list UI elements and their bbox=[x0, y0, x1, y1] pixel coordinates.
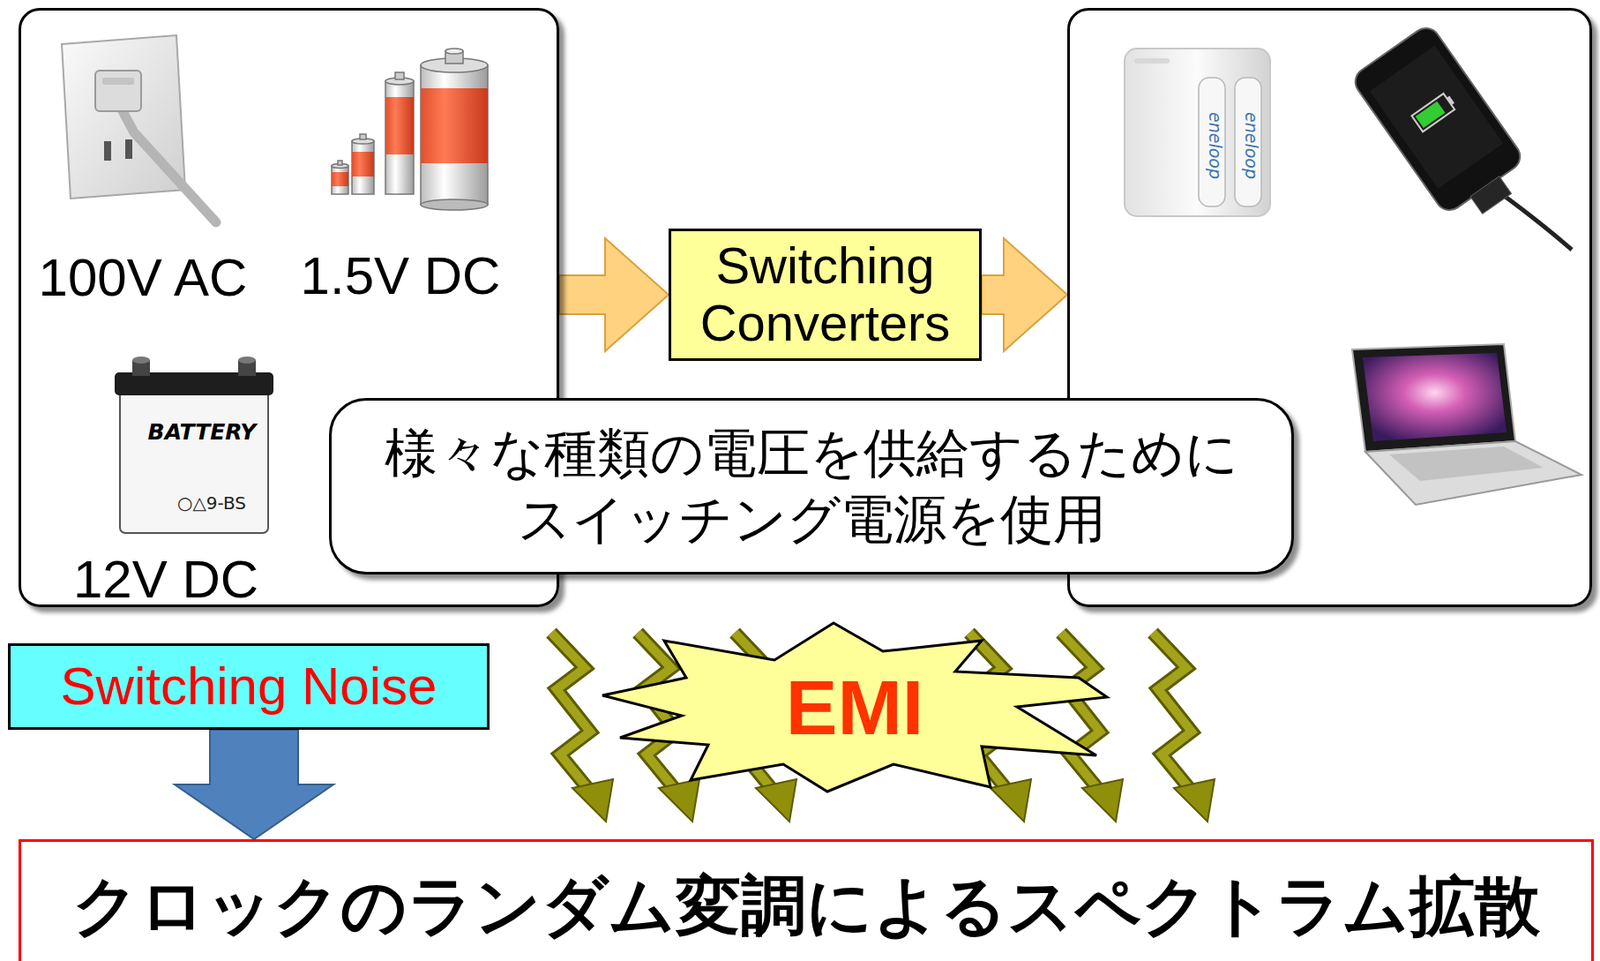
smartphone-part-part bbox=[1470, 176, 1512, 215]
callout-text: 様々な種類の電圧を供給するために スイッチング電源を使用 bbox=[366, 419, 1257, 553]
battery-charger-part bbox=[1124, 48, 1271, 217]
battery-charger bbox=[1124, 48, 1271, 217]
smartphone-part bbox=[1499, 192, 1572, 250]
emi-burst: EMI bbox=[602, 622, 1107, 792]
voltage-label: 12V DC bbox=[73, 553, 259, 606]
callout-box: 様々な種類の電圧を供給するために スイッチング電源を使用 bbox=[328, 397, 1294, 575]
smartphone-part-part bbox=[1412, 93, 1456, 132]
dry-cells bbox=[331, 48, 488, 210]
voltage-label: 100V AC bbox=[38, 251, 248, 305]
laptop-part bbox=[1389, 446, 1544, 481]
car-battery-part bbox=[119, 386, 269, 533]
emission-bolts-part bbox=[1152, 632, 1215, 822]
battery-charger-part bbox=[1134, 58, 1170, 64]
wall-outlet-part bbox=[121, 109, 217, 223]
dry-cells-part bbox=[385, 97, 414, 155]
block-arrow bbox=[981, 238, 1068, 352]
wall-outlet-part bbox=[125, 139, 133, 159]
dry-cells-part bbox=[359, 134, 367, 140]
wall-outlet-part bbox=[102, 77, 135, 85]
noise-box: Switching Noise bbox=[7, 642, 490, 730]
dry-cells-part bbox=[331, 171, 349, 187]
battery-model: ○△9-BS bbox=[177, 493, 247, 512]
method-box: クロックのランダム変調によるスペクトラム拡散 bbox=[18, 838, 1594, 961]
car-battery-part bbox=[132, 356, 150, 364]
smartphone-part-part bbox=[1369, 45, 1503, 189]
method-text: クロックのランダム変調によるスペクトラム拡散 bbox=[72, 867, 1541, 943]
smartphone bbox=[1349, 22, 1572, 250]
wall-outlet bbox=[61, 35, 217, 223]
wall-outlet-part bbox=[104, 141, 112, 161]
laptop-part bbox=[1352, 343, 1516, 452]
battery-charger-part bbox=[1234, 77, 1262, 207]
dry-cells-part bbox=[420, 88, 488, 164]
dry-cells-part bbox=[420, 65, 488, 205]
dry-cells-part bbox=[420, 199, 488, 210]
wall-outlet-part bbox=[95, 70, 142, 112]
laptop-part bbox=[1365, 441, 1582, 505]
emission-bolts-part bbox=[551, 632, 614, 822]
voltage-label: 1.5V DC bbox=[300, 249, 501, 303]
emission-bolts-part bbox=[1061, 632, 1123, 822]
block-arrow bbox=[559, 238, 669, 352]
starburst-outline bbox=[602, 622, 1107, 792]
dry-cells-part bbox=[385, 81, 414, 195]
dry-cells-part bbox=[395, 72, 404, 80]
car-battery-part bbox=[238, 356, 256, 364]
block-arrow bbox=[174, 729, 334, 839]
cell-brand: eneloop bbox=[1206, 112, 1224, 180]
cell-brand: eneloop bbox=[1242, 112, 1260, 180]
dry-cells-part bbox=[445, 48, 464, 54]
emi-label: EMI bbox=[785, 668, 924, 747]
battery-charger-part bbox=[1198, 77, 1226, 207]
laptop-part bbox=[1362, 352, 1507, 442]
battery-brand: BATTERY bbox=[148, 420, 257, 443]
dry-cells-part bbox=[331, 165, 349, 195]
laptop bbox=[1352, 343, 1582, 505]
converter-box: Switching Converters bbox=[668, 228, 982, 361]
dry-cells-part bbox=[337, 160, 343, 165]
noise-label: Switching Noise bbox=[60, 657, 438, 716]
converter-label: Switching Converters bbox=[677, 237, 973, 352]
smartphone-part-part bbox=[1349, 22, 1526, 217]
smartphone-part-part bbox=[1446, 96, 1455, 105]
dry-cells-part bbox=[351, 141, 374, 195]
car-battery bbox=[114, 356, 274, 533]
smartphone-part bbox=[1349, 22, 1537, 232]
dry-cells-part bbox=[351, 151, 374, 177]
smartphone-part-part bbox=[1415, 101, 1446, 128]
